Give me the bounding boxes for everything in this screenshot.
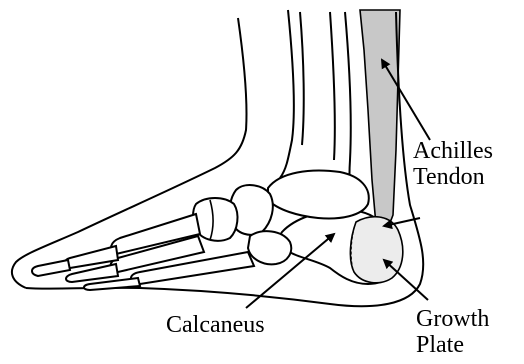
achilles-tendon-label-line2: Tendon (413, 164, 493, 190)
tibia (280, 10, 294, 178)
achilles-tendon-label-line1: Achilles (413, 138, 493, 164)
talus-bone (268, 171, 369, 219)
growth-plate-label: Growth Plate (416, 306, 489, 358)
achilles-tendon-label: Achilles Tendon (413, 138, 493, 190)
growth-plate-label-line2: Plate (416, 332, 489, 358)
growth-plate-label-line1: Growth (416, 306, 489, 332)
calcaneus-label: Calcaneus (166, 312, 265, 338)
growth-plate (350, 217, 402, 283)
cuboid-bone (248, 231, 291, 264)
